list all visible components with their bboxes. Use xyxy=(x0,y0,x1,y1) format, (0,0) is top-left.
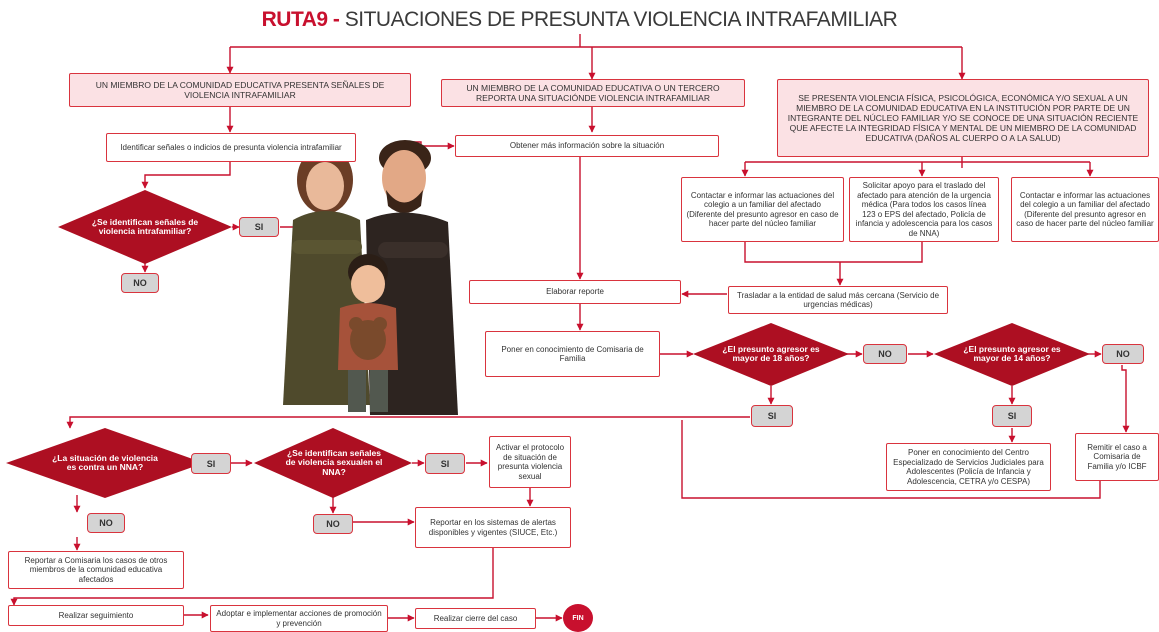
box-contactar-2: Contactar e informar las actuaciones del… xyxy=(1011,177,1159,242)
decision-sexual: ¿Se identifican señales de violencia sex… xyxy=(285,447,383,477)
box-trasladar: Trasladar a la entidad de salud más cerc… xyxy=(728,286,948,314)
box-violencia-fisica: SE PRESENTA VIOLENCIA FÍSICA, PSICOLÓGIC… xyxy=(777,79,1149,157)
pill-no-senales: NO xyxy=(121,273,159,293)
box-reportar-comisaria: Reportar a Comisaria los casos de otros … xyxy=(8,551,184,589)
decision-diamond-mayor14 xyxy=(934,323,1090,386)
box-centro-judicial: Poner en conocimiento del Centro Especia… xyxy=(886,443,1051,491)
title-dash: - xyxy=(327,8,345,31)
box-identificar: Identificar señales o indicios de presun… xyxy=(106,133,356,162)
box-obtener-info: Obtener más información sobre la situaci… xyxy=(455,135,719,157)
decision-nna: ¿La situación de violencia es contra un … xyxy=(52,452,158,472)
box-reportar-sistemas: Reportar en los sistemas de alertas disp… xyxy=(415,507,571,548)
page-title: RUTA9 - SITUACIONES DE PRESUNTA VIOLENCI… xyxy=(0,8,1159,32)
box-cierre: Realizar cierre del caso xyxy=(415,608,536,629)
box-remitir: Remitir el caso a Comisaria de Familia y… xyxy=(1075,433,1159,481)
pill-no-nna: NO xyxy=(87,513,125,533)
pill-si-sexual: SI xyxy=(425,453,465,474)
pill-no-mayor18: NO xyxy=(863,344,907,364)
decision-mayor18: ¿El presunto agresor es mayor de 18 años… xyxy=(722,343,820,363)
box-seguimiento: Realizar seguimiento xyxy=(8,605,184,626)
pill-si-senales: SI xyxy=(239,217,279,237)
decision-diamond-nna xyxy=(6,428,204,498)
fin-node: FIN xyxy=(563,604,593,632)
box-activar: Activar el protocolo de situación de pre… xyxy=(489,436,571,488)
pill-si-nna: SI xyxy=(191,453,231,474)
pill-si-mayor18: SI xyxy=(751,405,793,427)
box-miembro-senales: UN MIEMBRO DE LA COMUNIDAD EDUCATIVA PRE… xyxy=(69,73,411,107)
decision-mayor14: ¿El presunto agresor es mayor de 14 años… xyxy=(963,343,1061,363)
box-elaborar: Elaborar reporte xyxy=(469,280,681,304)
pill-no-sexual: NO xyxy=(313,514,353,534)
box-contactar-1: Contactar e informar las actuaciones del… xyxy=(681,177,844,242)
box-comisaria: Poner en conocimiento de Comisaria de Fa… xyxy=(485,331,660,377)
decision-diamond-sexual xyxy=(254,428,412,498)
family-illustration xyxy=(283,140,458,415)
route-code: RUTA9 xyxy=(261,8,328,31)
box-adoptar: Adoptar e implementar acciones de promoc… xyxy=(210,605,388,632)
box-miembro-reporta: UN MIEMBRO DE LA COMUNIDAD EDUCATIVA O U… xyxy=(441,79,745,107)
decision-diamond-mayor18 xyxy=(693,323,849,386)
pill-si-mayor14: SI xyxy=(992,405,1032,427)
title-text: SITUACIONES DE PRESUNTA VIOLENCIA INTRAF… xyxy=(344,8,898,31)
decision-senales: ¿Se identifican señales de violencia int… xyxy=(91,216,199,236)
box-solicitar-apoyo: Solicitar apoyo para el traslado del afe… xyxy=(849,177,999,242)
pill-no-mayor14: NO xyxy=(1102,344,1144,364)
decision-diamond-senales xyxy=(58,190,232,264)
